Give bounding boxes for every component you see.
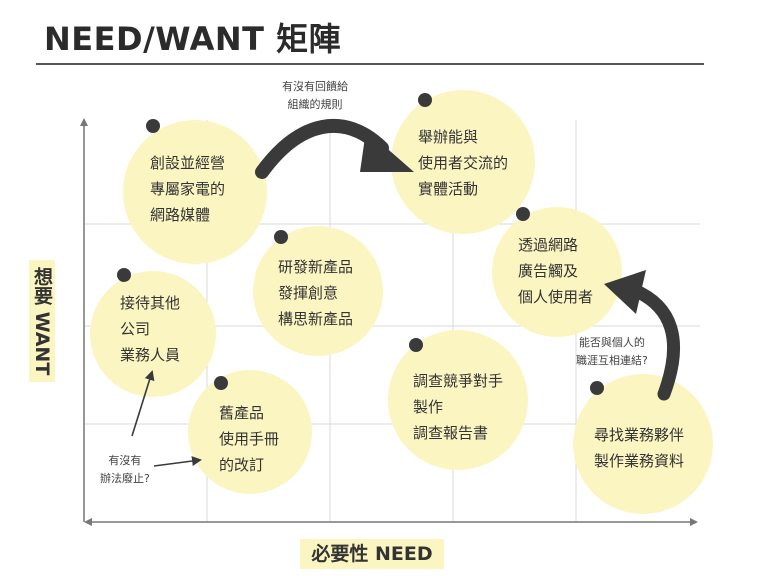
bubble-dot bbox=[146, 119, 160, 133]
bubble-label: 調查競爭對手 製作 調查報告書 bbox=[413, 372, 504, 442]
bubble-label: 舉辦能與 使用者交流的 實體活動 bbox=[418, 128, 509, 198]
bubble-label: 舊產品 使用手冊 的改訂 bbox=[219, 404, 280, 474]
y-axis-label: 想要 WANT bbox=[29, 260, 55, 382]
annotation-note: 有沒有 辦法廢止? bbox=[100, 454, 150, 485]
bubble-circle bbox=[391, 90, 535, 234]
bubble-dots bbox=[117, 93, 604, 395]
bubble-circle bbox=[388, 330, 528, 470]
bubble-label: 創設並經營 專屬家電的 網路媒體 bbox=[150, 154, 226, 224]
annotation-note: 能否與個人的 職涯互相連結? bbox=[576, 336, 648, 367]
bubble-dot bbox=[516, 207, 530, 221]
bubbles bbox=[90, 90, 713, 514]
bubble-circle bbox=[573, 374, 713, 514]
bubble-circle bbox=[188, 370, 312, 494]
page-title: NEED/WANT 矩陣 bbox=[44, 20, 342, 58]
curved-arrow bbox=[604, 270, 681, 401]
note-arrow bbox=[153, 456, 202, 467]
title-divider bbox=[36, 63, 704, 65]
bubble-dot bbox=[409, 338, 423, 352]
bubble-dot bbox=[214, 376, 228, 390]
bubble-label: 尋找業務夥伴 製作業務資料 bbox=[594, 426, 685, 470]
curved-arrow bbox=[255, 118, 414, 179]
bubble-circle bbox=[253, 226, 383, 356]
annotation-note: 有沒有回饋給 組織的規則 bbox=[282, 80, 348, 111]
bubble-dot bbox=[590, 381, 604, 395]
x-axis-label: 必要性 NEED bbox=[300, 539, 444, 569]
bubble-dot bbox=[117, 268, 131, 282]
bubble-dot bbox=[418, 93, 432, 107]
bubble-label: 透過網路 廣告觸及 個人使用者 bbox=[518, 236, 594, 306]
bubble-circle bbox=[492, 207, 622, 337]
bubble-label: 接待其他 公司 業務人員 bbox=[120, 294, 181, 364]
note-arrow bbox=[131, 370, 155, 437]
bubble-dot bbox=[274, 230, 288, 244]
bubble-label: 研發新產品 發揮創意 構思新產品 bbox=[278, 258, 354, 328]
bubble-circle bbox=[123, 120, 267, 264]
bubble-circle bbox=[90, 271, 216, 397]
